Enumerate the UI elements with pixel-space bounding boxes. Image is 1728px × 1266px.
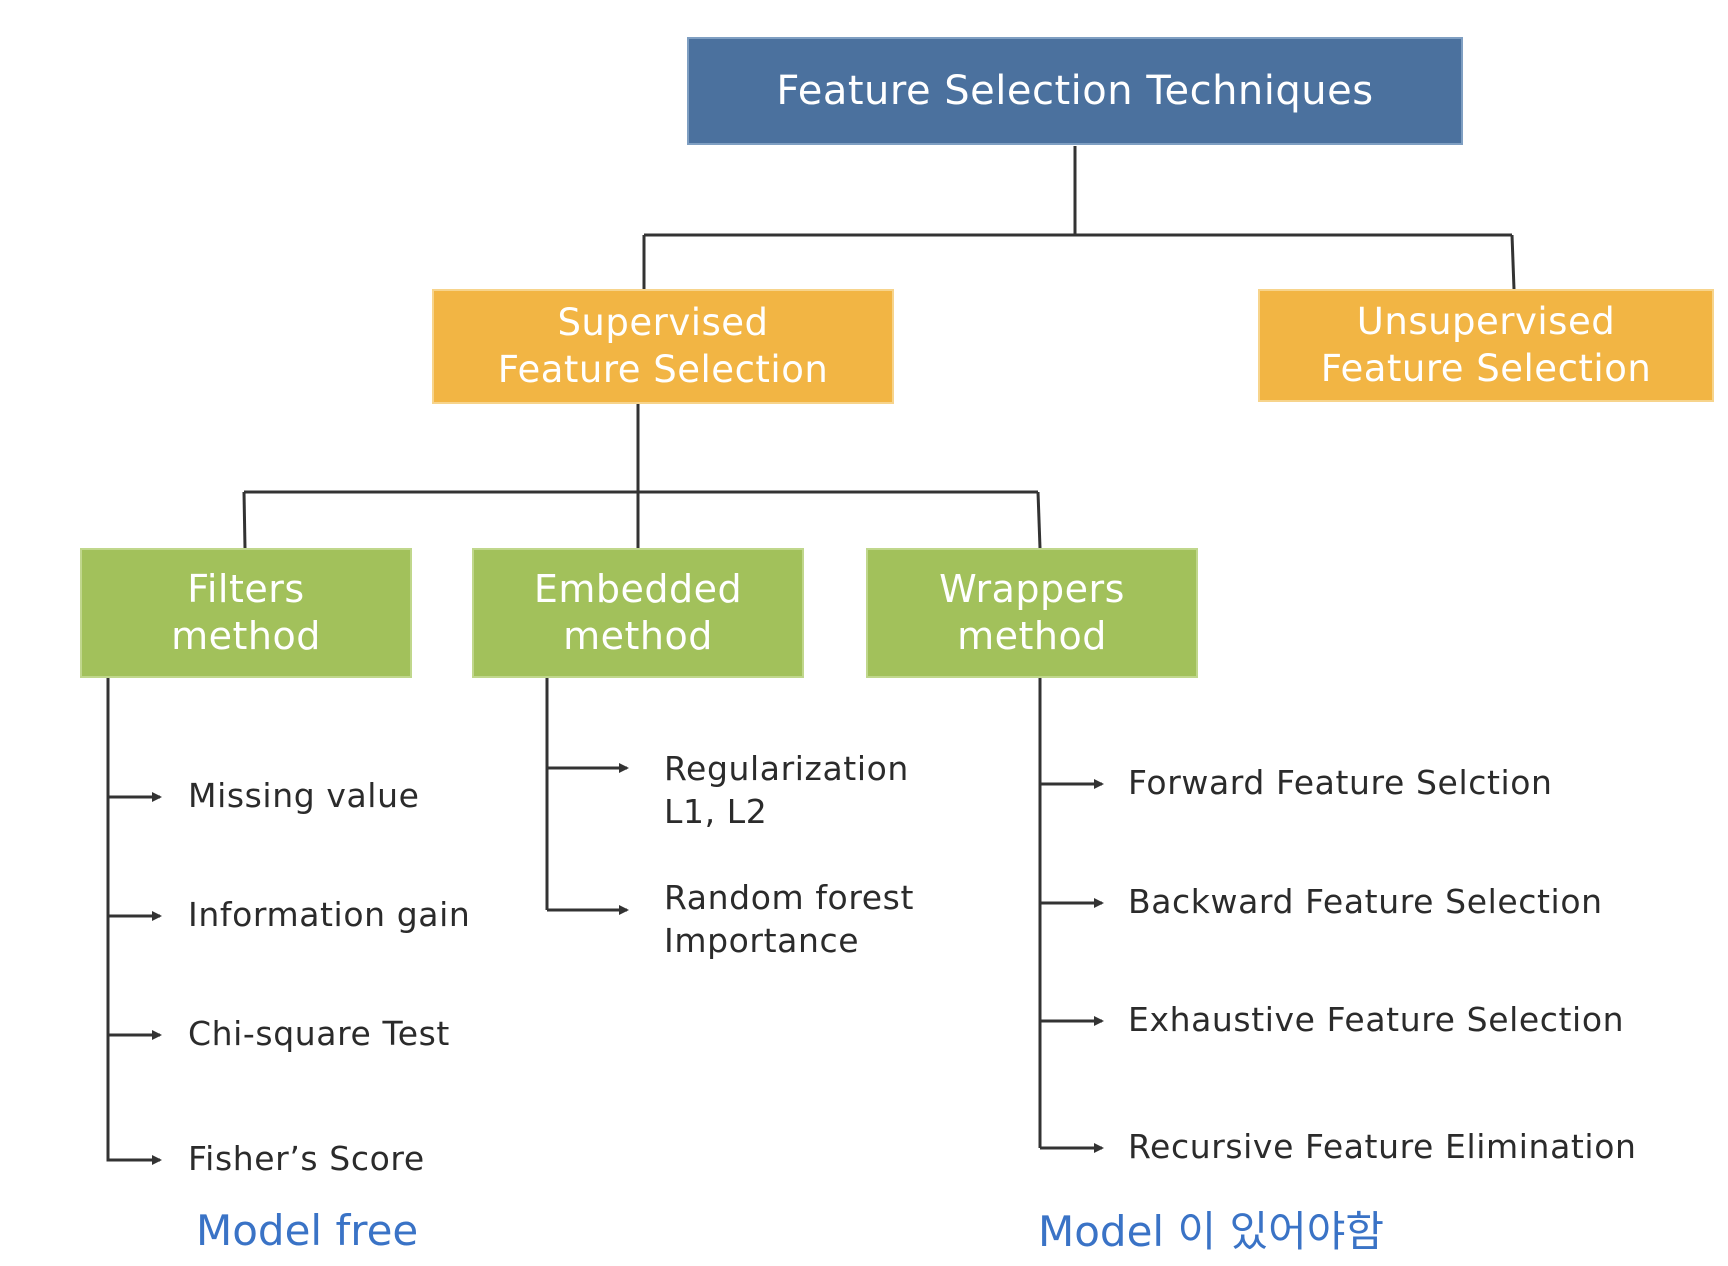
wrappers-method-node: Wrappers method <box>866 548 1198 678</box>
filters-drop-line <box>242 491 247 549</box>
embedded-item-random-forest: Random forest Importance <box>664 878 914 960</box>
wrappers-drop-line <box>1036 491 1042 549</box>
wrappers-method-label: Wrappers method <box>939 566 1125 659</box>
filters-item-information-gain: Information gain <box>188 895 471 934</box>
supervised-node: Supervised Feature Selection <box>432 289 894 404</box>
wrappers-item-backward: Backward Feature Selection <box>1128 882 1603 921</box>
filters-item-fishers-score: Fisher’s Score <box>188 1139 425 1178</box>
embedded-method-label: Embedded method <box>533 566 743 659</box>
root-node: Feature Selection Techniques <box>687 37 1463 145</box>
unsupervised-node: Unsupervised Feature Selection <box>1258 289 1714 402</box>
embedded-method-node: Embedded method <box>472 548 804 678</box>
root-node-label: Feature Selection Techniques <box>776 68 1374 114</box>
unsupervised-node-label: Unsupervised Feature Selection <box>1320 300 1652 390</box>
wrappers-item-recursive: Recursive Feature Elimination <box>1128 1127 1637 1166</box>
filters-trunk-line <box>106 678 130 1162</box>
filters-item-chi-square: Chi-square Test <box>188 1014 450 1053</box>
filters-method-node: Filters method <box>80 548 412 678</box>
wrappers-item-exhaustive: Exhaustive Feature Selection <box>1128 1000 1625 1039</box>
filters-method-label: Filters method <box>171 566 321 659</box>
model-free-note: Model free <box>196 1206 419 1255</box>
supervised-node-label: Supervised Feature Selection <box>497 301 829 391</box>
wrappers-item-forward: Forward Feature Selction <box>1128 763 1553 802</box>
model-required-note: Model 이 있어야함 <box>1038 1207 1385 1256</box>
embedded-item-regularization: Regularization L1, L2 <box>664 749 909 831</box>
unsupervised-drop-line <box>1510 234 1516 290</box>
filters-item-missing-value: Missing value <box>188 776 420 815</box>
